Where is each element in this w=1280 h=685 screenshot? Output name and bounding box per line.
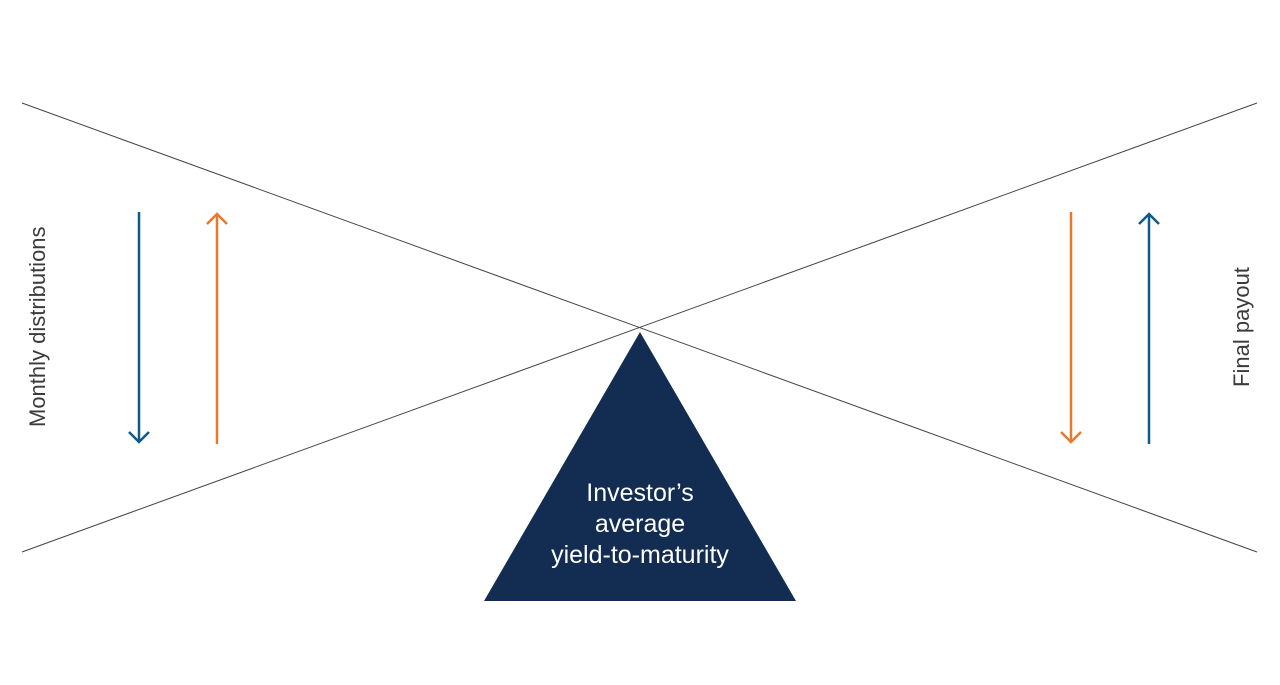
monthly-distributions-label: Monthly distributions	[25, 226, 50, 427]
fulcrum-triangle	[484, 332, 796, 601]
right-orange-down-arrow-icon	[1060, 212, 1082, 444]
fulcrum-label-line3: yield-to-maturity	[551, 541, 729, 569]
fulcrum-label: Investor’s average yield-to-maturity	[520, 478, 760, 571]
crossing-line-ascending	[21, 102, 1258, 553]
final-payout-label: Final payout	[1229, 267, 1254, 387]
fulcrum-label-line1: Investor’s	[586, 479, 694, 507]
fulcrum-label-line2: average	[594, 510, 686, 538]
left-blue-down-arrow-icon	[128, 212, 150, 444]
left-orange-up-arrow-icon	[206, 212, 228, 444]
right-blue-up-arrow-icon	[1138, 212, 1160, 444]
